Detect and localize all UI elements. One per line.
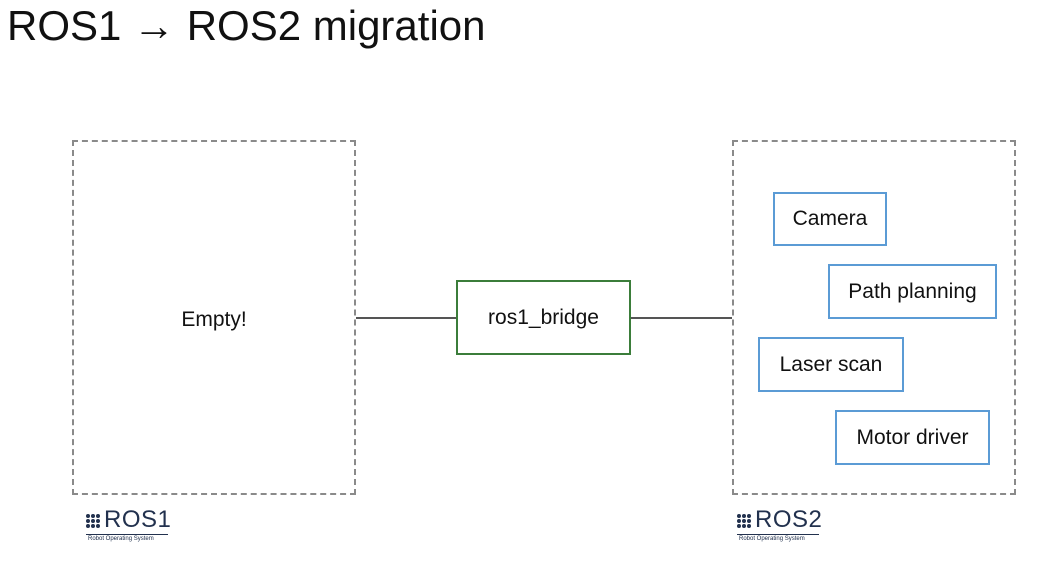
node-path-planning: Path planning bbox=[828, 264, 997, 319]
ros2-logo-text: ROS2 bbox=[755, 506, 823, 533]
ros-dots-icon bbox=[737, 514, 753, 528]
slide-title: ROS1 → ROS2 migration bbox=[7, 2, 486, 49]
node-camera: Camera bbox=[773, 192, 887, 246]
ros2-logo-tagline: Robot Operating System bbox=[739, 536, 805, 542]
ros2-logo-rule bbox=[737, 534, 819, 535]
node-motor-driver: Motor driver bbox=[835, 410, 990, 465]
ros-dots-icon bbox=[86, 514, 102, 528]
ros1-logo-text: ROS1 bbox=[104, 506, 172, 533]
ros2-region bbox=[732, 140, 1016, 495]
node-camera-label: Camera bbox=[792, 207, 868, 230]
ros1-bridge-label: ros1_bridge bbox=[488, 305, 599, 329]
node-motor-driver-label: Motor driver bbox=[856, 425, 969, 449]
ros1-logo-rule bbox=[86, 534, 168, 535]
ros1-region: Empty! bbox=[72, 140, 356, 495]
ros1-empty-label: Empty! bbox=[181, 308, 247, 331]
node-laser-scan-label: Laser scan bbox=[779, 352, 883, 376]
node-path-planning-label: Path planning bbox=[848, 279, 977, 303]
node-laser-scan: Laser scan bbox=[758, 337, 904, 392]
ros1-bridge-node: ros1_bridge bbox=[456, 280, 631, 355]
ros1-logo-tagline: Robot Operating System bbox=[88, 536, 154, 542]
